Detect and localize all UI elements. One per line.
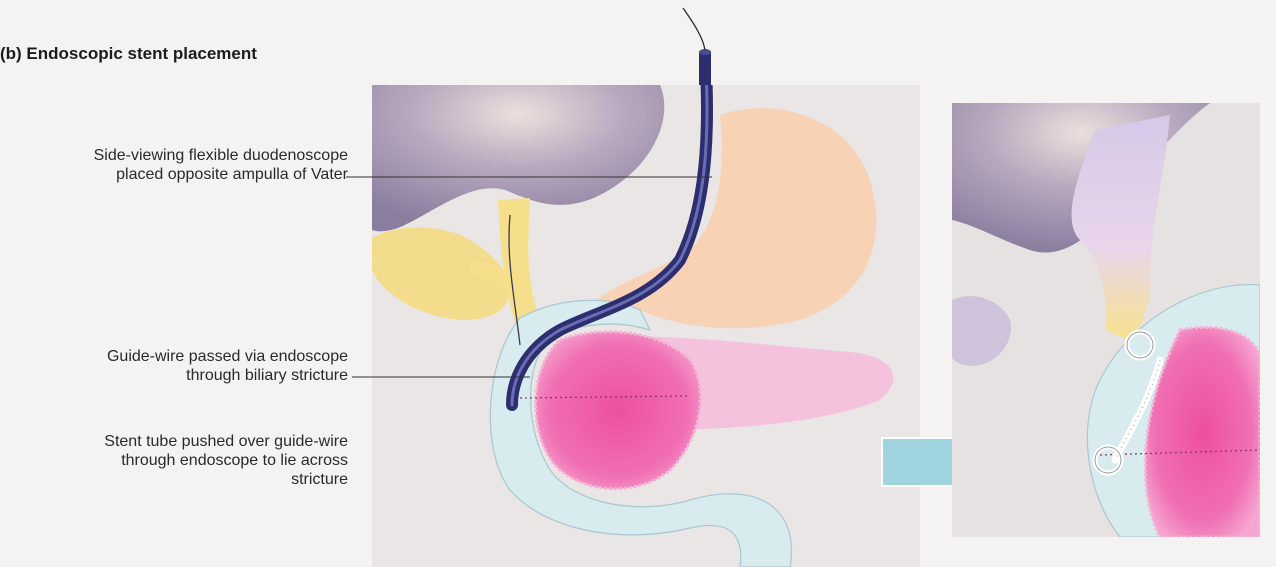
guide-wire-upper: [683, 8, 705, 50]
figure-title: (b) Endoscopic stent placement: [0, 44, 257, 64]
label-stent-line1: Stent tube pushed over guide-wire: [104, 432, 348, 451]
label-stent-line2: through endoscope to lie across: [104, 451, 348, 470]
label-stent: Stent tube pushed over guide-wire throug…: [104, 432, 348, 489]
label-duodenoscope-line2: placed opposite ampulla of Vater: [94, 165, 348, 184]
label-duodenoscope-line1: Side-viewing flexible duodenoscope: [94, 146, 348, 165]
label-guide-wire-line1: Guide-wire passed via endoscope: [107, 347, 348, 366]
label-guide-wire: Guide-wire passed via endoscope through …: [107, 347, 348, 385]
label-guide-wire-line2: through biliary stricture: [107, 366, 348, 385]
label-duodenoscope: Side-viewing flexible duodenoscope place…: [94, 146, 348, 184]
tumour-mass: [536, 332, 701, 489]
label-stent-line3: stricture: [104, 470, 348, 489]
